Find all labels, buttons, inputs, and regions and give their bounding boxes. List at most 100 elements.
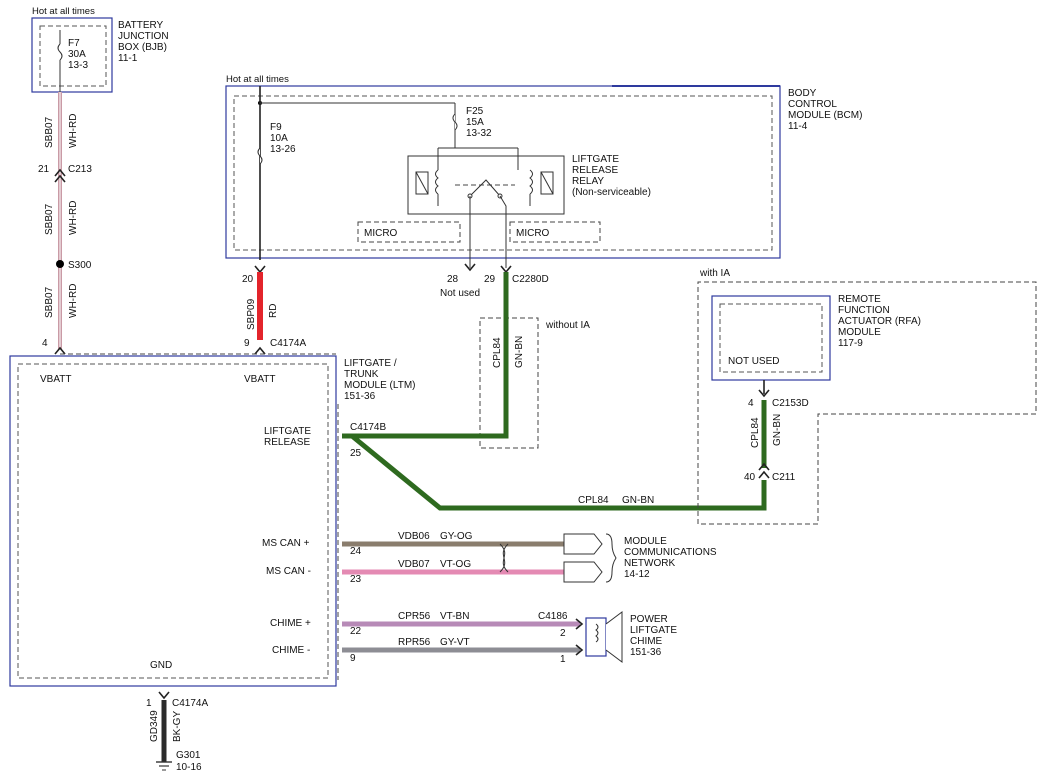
rpr56-color: GY-VT xyxy=(440,637,470,648)
ltm-ms-can-minus: MS CAN - xyxy=(266,566,311,577)
fuse-f9-name: F9 xyxy=(270,122,282,133)
c211-connector: C211 xyxy=(772,472,796,483)
network-title-3: NETWORK xyxy=(624,558,675,569)
sbb07-color-3: WH-RD xyxy=(68,284,79,318)
with-ia-box xyxy=(697,281,1037,525)
relay-title-1: LIFTGATE xyxy=(572,154,619,165)
rfa-title-4: MODULE xyxy=(838,327,881,338)
rfa-title-1: REMOTE xyxy=(838,294,881,305)
ltm-gnd: GND xyxy=(150,660,172,671)
ltm-title-1: LIFTGATE / xyxy=(344,358,397,369)
ltm-pin-23: 23 xyxy=(350,574,362,585)
ltm-vbatt-right: VBATT xyxy=(244,374,275,385)
pin28-connector-icon xyxy=(464,263,476,272)
splice-s300-label: S300 xyxy=(68,260,92,271)
bottom-wire-circuit: CPL84 xyxy=(578,495,609,506)
ground-pin: 1 xyxy=(146,698,152,709)
without-ia-group: without IA CPL84 GN-BN xyxy=(479,317,590,449)
gd349-color: BK-GY xyxy=(172,711,183,742)
without-ia-label: without IA xyxy=(545,320,590,331)
ltm-inner-box xyxy=(17,363,329,679)
relay-coil-left-icon xyxy=(415,171,429,195)
cpl84-wire-with-ia xyxy=(350,434,767,511)
ltm-pin-25: 25 xyxy=(350,448,362,459)
c213-connector-icon-2 xyxy=(54,168,66,177)
sbp09-color: RD xyxy=(268,304,279,318)
cpr56-color: VT-BN xyxy=(440,611,469,622)
c213-pin: 21 xyxy=(38,164,50,175)
sbp09-wire-group: SBP09 RD 9 C4174A xyxy=(244,272,306,355)
bcm-pin-28: 28 xyxy=(447,274,459,285)
vdb07-color: VT-OG xyxy=(440,559,471,570)
c211-connector-icon-2 xyxy=(758,470,770,479)
bjb-hot-label: Hot at all times xyxy=(32,6,95,17)
ground-connector-icon xyxy=(158,691,170,700)
with-ia-circuit: CPL84 xyxy=(750,417,761,448)
ltm-pin9-connector-icon xyxy=(254,346,266,355)
fuse-f9-icon xyxy=(257,147,263,165)
rpr56-circuit: RPR56 xyxy=(398,637,431,648)
ltm-chime-minus: CHIME - xyxy=(272,645,310,656)
ltm-group: LIFTGATE / TRUNK MODULE (LTM) 151-36 VBA… xyxy=(9,353,415,687)
micro-box-1 xyxy=(357,221,461,243)
bjb-title-2: JUNCTION xyxy=(118,31,169,42)
bcm-box xyxy=(225,85,781,259)
sbb07-circuit-3: SBB07 xyxy=(44,286,55,318)
pin29-lead xyxy=(499,195,507,268)
rfa-title-2: FUNCTION xyxy=(838,305,890,316)
without-ia-box xyxy=(479,317,539,449)
ltm-chime-plus: CHIME + xyxy=(270,618,311,629)
bcm-title-3: MODULE (BCM) xyxy=(788,110,862,121)
with-ia-group: with IA NOT USED REMOTE FUNCTION ACTUATO… xyxy=(697,268,1037,525)
without-ia-color: GN-BN xyxy=(514,336,525,368)
network-group: VDB06 GY-OG VDB07 VT-OG MODULE COMMUNICA… xyxy=(342,531,717,583)
c211-pin: 40 xyxy=(744,472,756,483)
relay-coil-winding-right xyxy=(529,169,533,195)
ground-group: 1 C4174A GD349 BK-GY G301 10-16 xyxy=(146,691,208,773)
sbb07-color-1: WH-RD xyxy=(68,114,79,148)
fuse-f7-rating: 30A xyxy=(68,49,86,60)
bcm-pin-20: 20 xyxy=(242,274,254,285)
c211-connector-icon xyxy=(758,462,770,471)
relay-title-4: (Non-serviceable) xyxy=(572,187,651,198)
chime-body xyxy=(585,617,607,657)
micro-box-2 xyxy=(509,221,601,243)
ltm-vbatt-left: VBATT xyxy=(40,374,71,385)
c213-connector: C213 xyxy=(68,164,92,175)
relay-coil-right-slash xyxy=(540,171,554,195)
splice-s300-icon xyxy=(56,260,64,268)
ltm-pin-9: 9 xyxy=(350,653,356,664)
bcm-title-1: BODY xyxy=(788,88,817,99)
ltm-title-4: 151-36 xyxy=(344,391,376,402)
rfa-title-5: 117-9 xyxy=(838,338,863,349)
c213-connector-icon xyxy=(54,174,66,183)
with-ia-label: with IA xyxy=(699,268,730,279)
ltm-box xyxy=(9,355,337,687)
bcm-hot-label: Hot at all times xyxy=(226,74,289,85)
bottom-wire-color: GN-BN xyxy=(622,495,654,506)
cpl84-wire-without-ia xyxy=(342,272,509,439)
chime-coil-icon xyxy=(595,623,599,643)
c2153d-connector: C2153D xyxy=(772,398,809,409)
ltm-pin4-connector-icon xyxy=(54,346,66,355)
relay-coil-winding-left xyxy=(435,169,439,195)
bjb-box xyxy=(31,17,113,93)
chime-pin-1: 1 xyxy=(560,654,566,665)
fuse-f7-ref: 13-3 xyxy=(68,60,88,71)
bcm-inner-box xyxy=(233,95,773,251)
sbp09-circuit: SBP09 xyxy=(246,298,257,330)
liftgate-release-relay-box xyxy=(407,155,565,215)
sbb07-wire-group: SBB07 WH-RD 21 C213 SBB07 WH-RD S300 SBB… xyxy=(38,92,92,355)
ltm-ms-can-plus: MS CAN + xyxy=(262,538,310,549)
ltm-liftgate-release-2: RELEASE xyxy=(264,437,310,448)
bcm-pin28-not-used: Not used xyxy=(440,288,480,299)
rfa-title-3: ACTUATOR (RFA) xyxy=(838,316,921,327)
bcm-title-4: 11-4 xyxy=(788,121,808,132)
bcm-title-2: CONTROL xyxy=(788,99,837,110)
micro-label-2: MICRO xyxy=(516,228,550,239)
ltm-title-2: TRUNK xyxy=(344,369,379,380)
chime-pin2-connector-icon xyxy=(575,618,584,630)
network-brace-icon xyxy=(605,533,617,583)
rfa-pin-4: 4 xyxy=(748,398,754,409)
